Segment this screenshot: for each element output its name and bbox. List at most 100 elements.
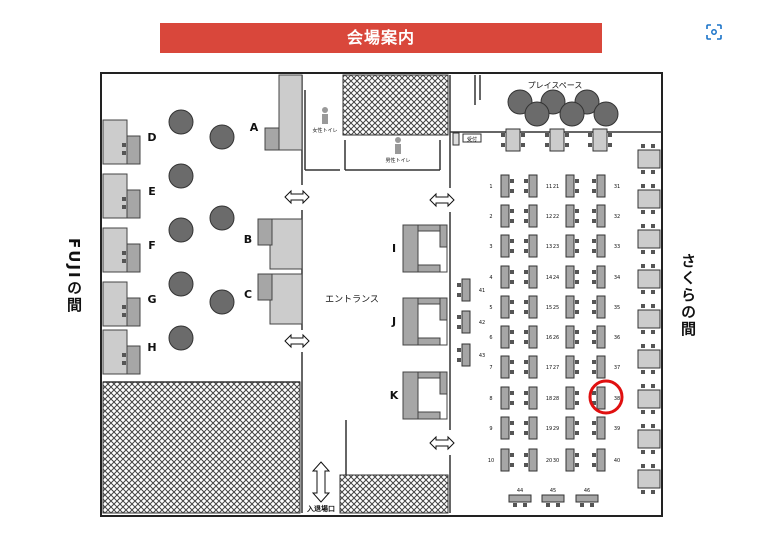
desk: [565, 386, 575, 410]
chair: [641, 264, 645, 268]
chair: [592, 249, 596, 253]
chair: [457, 283, 461, 287]
long-table: [637, 349, 661, 369]
desk-number: 23: [553, 244, 559, 250]
chair: [510, 453, 514, 457]
desk-18: [524, 386, 538, 410]
desk-28: [565, 386, 579, 410]
chair: [565, 143, 569, 147]
chair: [524, 300, 528, 304]
chair: [651, 410, 655, 414]
chair: [575, 189, 579, 193]
desk: [528, 416, 538, 440]
booth-label-A: A: [250, 121, 259, 134]
booth-partition: [269, 273, 303, 325]
reception-icon: [452, 132, 460, 146]
chair: [122, 251, 126, 255]
chair: [510, 300, 514, 304]
chair: [122, 259, 126, 263]
chair: [608, 143, 612, 147]
desk: [565, 416, 575, 440]
booth-table: [126, 345, 141, 375]
desk: [565, 295, 575, 319]
desk-number: 14: [546, 275, 552, 281]
chair: [510, 249, 514, 253]
desk-number: 21: [553, 184, 559, 190]
chair: [510, 391, 514, 395]
chair: [122, 305, 126, 309]
venue-outline: [100, 72, 663, 517]
desk-5: [500, 295, 514, 319]
restricted-area: [342, 74, 449, 136]
person-icon: [395, 144, 401, 154]
long-table: [637, 269, 661, 289]
chair: [575, 179, 579, 183]
chair: [641, 464, 645, 468]
desk-number: 43: [479, 353, 485, 359]
chair: [524, 189, 528, 193]
chair: [575, 209, 579, 213]
desk: [528, 204, 538, 228]
desk-31: [592, 174, 606, 198]
desk-39: [592, 416, 606, 440]
chair: [592, 391, 596, 395]
desk: [500, 386, 510, 410]
desk: [528, 265, 538, 289]
chair: [510, 280, 514, 284]
booth-label-B: B: [244, 233, 252, 246]
chair: [651, 224, 655, 228]
desk-38: [592, 386, 606, 410]
desk: [565, 448, 575, 472]
desk-2: [500, 204, 514, 228]
desk-number: 40: [614, 458, 620, 464]
vertical-arrow-icon: [311, 461, 331, 503]
chair: [457, 315, 461, 319]
desk: [596, 174, 606, 198]
chair: [641, 330, 645, 334]
booth-label-K: K: [390, 389, 399, 402]
person-icon: [322, 114, 328, 124]
scan-icon[interactable]: [705, 23, 723, 41]
chair: [592, 453, 596, 457]
chair: [510, 179, 514, 183]
chair: [122, 143, 126, 147]
chair: [521, 143, 525, 147]
exit-label: 入退場口: [306, 504, 335, 513]
chair: [501, 143, 505, 147]
chair: [592, 431, 596, 435]
reception-label: 受付: [467, 136, 477, 143]
round-table: [559, 101, 585, 127]
desk-number: 9: [489, 426, 492, 432]
desk-number: 3: [489, 244, 492, 250]
chair: [641, 170, 645, 174]
person-icon: [322, 107, 328, 113]
chair: [122, 197, 126, 201]
round-table: [209, 289, 235, 315]
chair: [651, 144, 655, 148]
chair: [122, 361, 126, 365]
desk: [565, 204, 575, 228]
long-table: [637, 429, 661, 449]
desk-number: 27: [553, 365, 559, 371]
chair: [641, 424, 645, 428]
chair: [592, 189, 596, 193]
booth-label-H: H: [147, 341, 156, 354]
chair: [524, 431, 528, 435]
desk: [528, 295, 538, 319]
desk: [500, 265, 510, 289]
desk: [565, 265, 575, 289]
booth-table: [264, 127, 280, 151]
round-table: [593, 101, 619, 127]
room-label-fuji: FUJIの間: [65, 238, 83, 314]
long-table: [637, 309, 661, 329]
chair: [524, 209, 528, 213]
chair: [457, 293, 461, 297]
desk-number: 32: [614, 214, 620, 220]
desk: [500, 355, 510, 379]
desk-number: 15: [546, 305, 552, 311]
desk: [528, 355, 538, 379]
chair: [651, 184, 655, 188]
desk-22: [565, 204, 579, 228]
chair: [575, 370, 579, 374]
desk: [596, 448, 606, 472]
